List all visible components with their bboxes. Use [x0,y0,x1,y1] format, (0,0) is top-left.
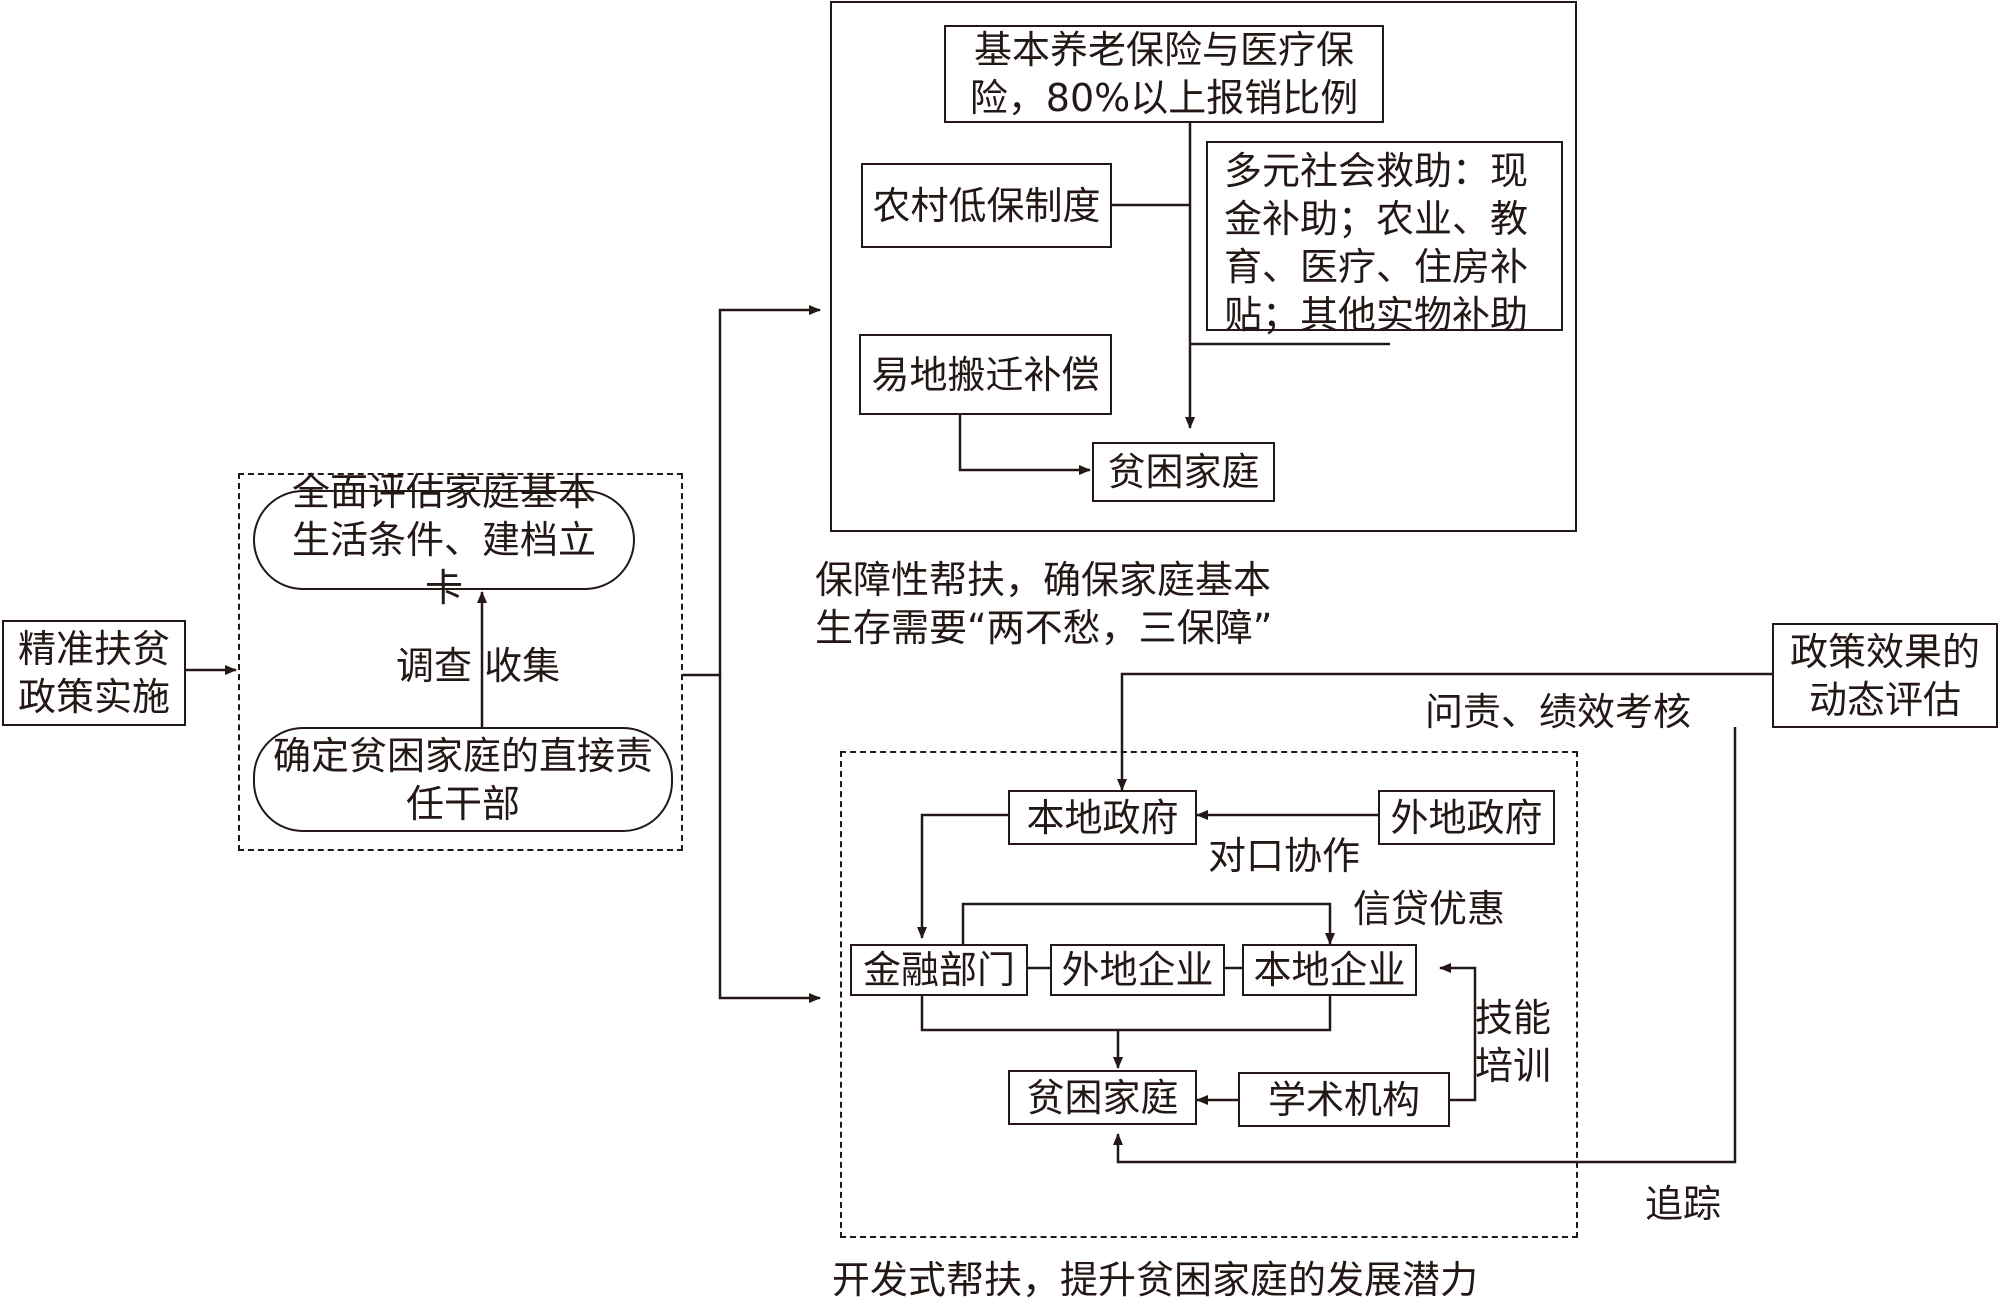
arrow-tracking [1113,727,1737,1164]
protective-household-label: 贫困家庭 [1107,450,1260,494]
assess-box: 全面评估家庭基本生活条件、建档立卡 [253,470,635,610]
protective-frame [830,1,1577,532]
protective-caption-2: 生存需要“两不愁，三保障” [815,606,1273,650]
academic-label: 学术机构 [1267,1077,1420,1122]
assign-box: 确定贫困家庭的直接责任干部 [253,727,673,832]
insurance-label: 基本养老保险与医疗保险，80%以上报销比例 [969,28,1359,120]
evaluation-title: 政策效果的动态评估 [1789,629,1980,722]
local-gov-label: 本地政府 [1026,795,1179,840]
dibao-box: 农村低保制度 [861,163,1112,248]
arrow-gov-finance [917,810,1019,939]
developmental-caption: 开发式帮扶，提升贫困家庭的发展潜力 [832,1258,1479,1302]
dibao-label: 农村低保制度 [872,183,1101,228]
protective-household-box: 贫困家庭 [1092,442,1275,502]
policy-title: 精准扶贫政策实施 [17,627,170,719]
assign-label: 确定贫困家庭的直接责任干部 [273,733,654,826]
local-gov-box: 本地政府 [1008,790,1197,845]
protective-caption-1: 保障性帮扶，确保家庭基本 [815,558,1272,602]
arrow-firms-household [920,995,1332,1032]
external-gov-label: 外地政府 [1390,795,1543,840]
credit-label: 信贷优惠 [1353,887,1506,931]
developmental-household-box: 贫困家庭 [1008,1070,1197,1125]
paired-label: 对口协作 [1208,834,1361,878]
assistance-box: 多元社会救助：现金补助；农业、教育、医疗、住房补贴；其他实物补助 [1206,141,1563,337]
collect-label: 调查 收集 [396,644,561,688]
assistance-label: 多元社会救助：现金补助；农业、教育、医疗、住房补贴；其他实物补助 [1224,149,1529,337]
finance-label: 金融部门 [862,948,1015,992]
external-gov-box: 外地政府 [1378,790,1555,845]
arrow-skills [1439,963,1477,1102]
policy-box: 精准扶贫政策实施 [2,620,186,726]
finance-box: 金融部门 [850,944,1028,996]
local-firm-box: 本地企业 [1242,944,1417,996]
evaluation-box: 政策效果的动态评估 [1772,623,1998,728]
assess-label: 全面评估家庭基本生活条件、建档立卡 [291,470,596,610]
insurance-box: 基本养老保险与医疗保险，80%以上报销比例 [944,25,1384,123]
accountability-label: 问责、绩效考核 [1425,690,1692,734]
external-firm-label: 外地企业 [1061,948,1214,992]
skills-label: 技能培训 [1475,996,1552,1088]
developmental-household-label: 贫困家庭 [1026,1075,1179,1120]
relocation-label: 易地搬迁补偿 [871,352,1100,397]
arrow-relocation [958,414,1091,475]
trunk-to-developmental [718,675,821,1003]
tracking-label: 追踪 [1645,1182,1722,1226]
identification-group [238,473,683,851]
developmental-group [840,751,1578,1238]
academic-box: 学术机构 [1238,1072,1450,1127]
arrow-credit [961,902,1335,945]
external-firm-box: 外地企业 [1050,944,1225,996]
local-firm-label: 本地企业 [1253,948,1406,992]
trunk-line [683,305,821,677]
relocation-box: 易地搬迁补偿 [859,334,1112,415]
